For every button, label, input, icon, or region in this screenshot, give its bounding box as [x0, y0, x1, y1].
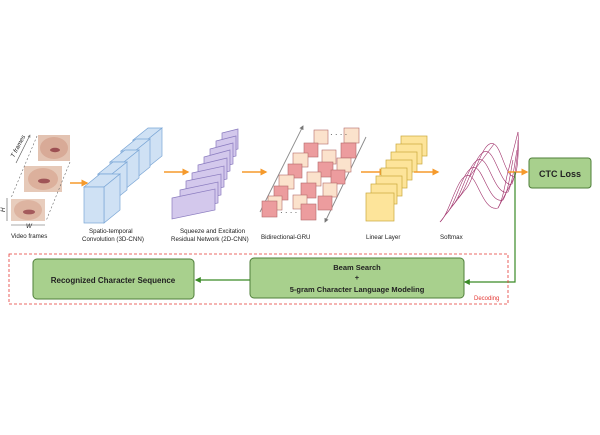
stcnn-label-line1: Spatio-temporal — [89, 228, 133, 235]
gru-forward-arrow — [259, 125, 304, 213]
linear-label: Linear Layer — [366, 234, 400, 241]
gru-ellipsis-bottom: · · · · — [280, 208, 297, 217]
ctc-loss-box: CTC Loss — [528, 157, 592, 189]
se-label-line2: Residual Network (2D-CNN) — [171, 236, 249, 243]
beam-search-line3: 5-gram Character Language Modeling — [290, 285, 425, 294]
video-frames: T frames H W Video frames — [0, 134, 71, 240]
h-label: H — [0, 207, 7, 212]
video-frames-caption: Video frames — [11, 233, 47, 240]
beam-search-box: Beam Search + 5-gram Character Language … — [249, 257, 465, 299]
decode-connector — [463, 172, 516, 285]
decoding-region — [8, 253, 509, 305]
stcnn-label-line2: Convolution (3D-CNN) — [82, 236, 144, 243]
linear-layer-slabs — [365, 135, 428, 222]
recognized-sequence-box: Recognized Character Sequence — [32, 258, 195, 300]
se-resnet-slabs — [171, 128, 239, 220]
beam-search-line2: + — [355, 273, 360, 282]
stcnn-cubes — [83, 127, 163, 224]
recognized-label: Recognized Character Sequence — [51, 276, 176, 285]
gru-label: Bidirectional-GRU — [261, 234, 311, 241]
se-label-line1: Squeeze and Excitation — [180, 228, 246, 235]
video-frame-3 — [11, 199, 45, 221]
t-frames-label: T frames — [10, 134, 28, 159]
video-frame-2 — [24, 166, 62, 192]
softmax-surface — [439, 131, 519, 223]
gru-ellipsis-top: · · · · — [330, 130, 347, 139]
ctc-loss-label: CTC Loss — [539, 169, 581, 179]
beam-search-line1: Beam Search — [333, 263, 381, 272]
video-frame-1 — [38, 135, 70, 161]
decoding-label: Decoding — [474, 296, 499, 302]
bigru-block: · · · · · · · · — [259, 125, 367, 223]
t-frames-axis — [15, 134, 31, 164]
softmax-label: Softmax — [440, 234, 464, 241]
w-label: W — [26, 223, 33, 230]
